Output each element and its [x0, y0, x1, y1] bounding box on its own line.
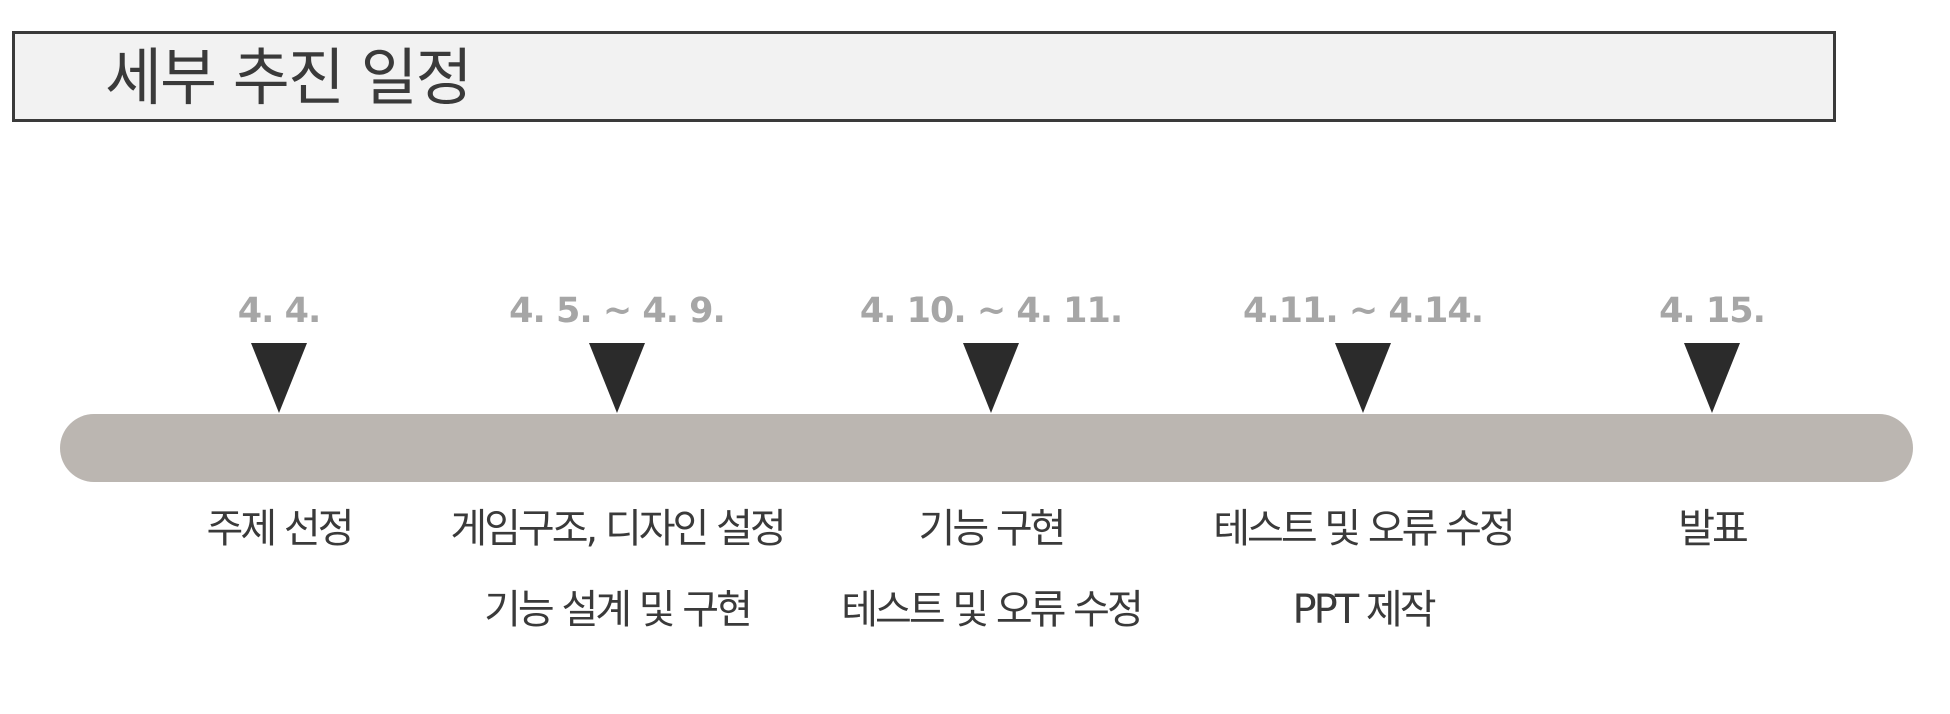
milestone-label: 테스트 및 오류 수정: [1213, 506, 1516, 552]
milestone-date: 4. 4.: [237, 291, 321, 331]
triangle-marker-icon: [963, 343, 1019, 413]
triangle-marker-icon: [251, 343, 307, 413]
milestone-label: 주제 선정: [206, 506, 355, 552]
milestone-date: 4. 10. ~ 4. 11.: [859, 291, 1123, 331]
title-box: 세부 추진 일정: [12, 31, 1836, 122]
milestone-label: 기능 설계 및 구현: [484, 587, 753, 633]
milestone-date: 4. 5. ~ 4. 9.: [509, 291, 726, 331]
milestone-label: 테스트 및 오류 수정: [841, 587, 1144, 633]
milestone-date: 4. 15.: [1659, 291, 1766, 331]
triangle-marker-icon: [1335, 343, 1391, 413]
triangle-marker-icon: [589, 343, 645, 413]
timeline-bar: [60, 414, 1913, 482]
milestone-date: 4.11. ~ 4.14.: [1243, 291, 1484, 331]
milestone-label: 기능 구현: [918, 506, 1067, 552]
milestone-label: 발표: [1678, 506, 1749, 552]
page-title: 세부 추진 일정: [105, 41, 473, 114]
triangle-marker-icon: [1684, 343, 1740, 413]
milestone-label: PPT 제작: [1292, 587, 1437, 633]
milestone-label: 게임구조, 디자인 설정: [450, 506, 786, 552]
